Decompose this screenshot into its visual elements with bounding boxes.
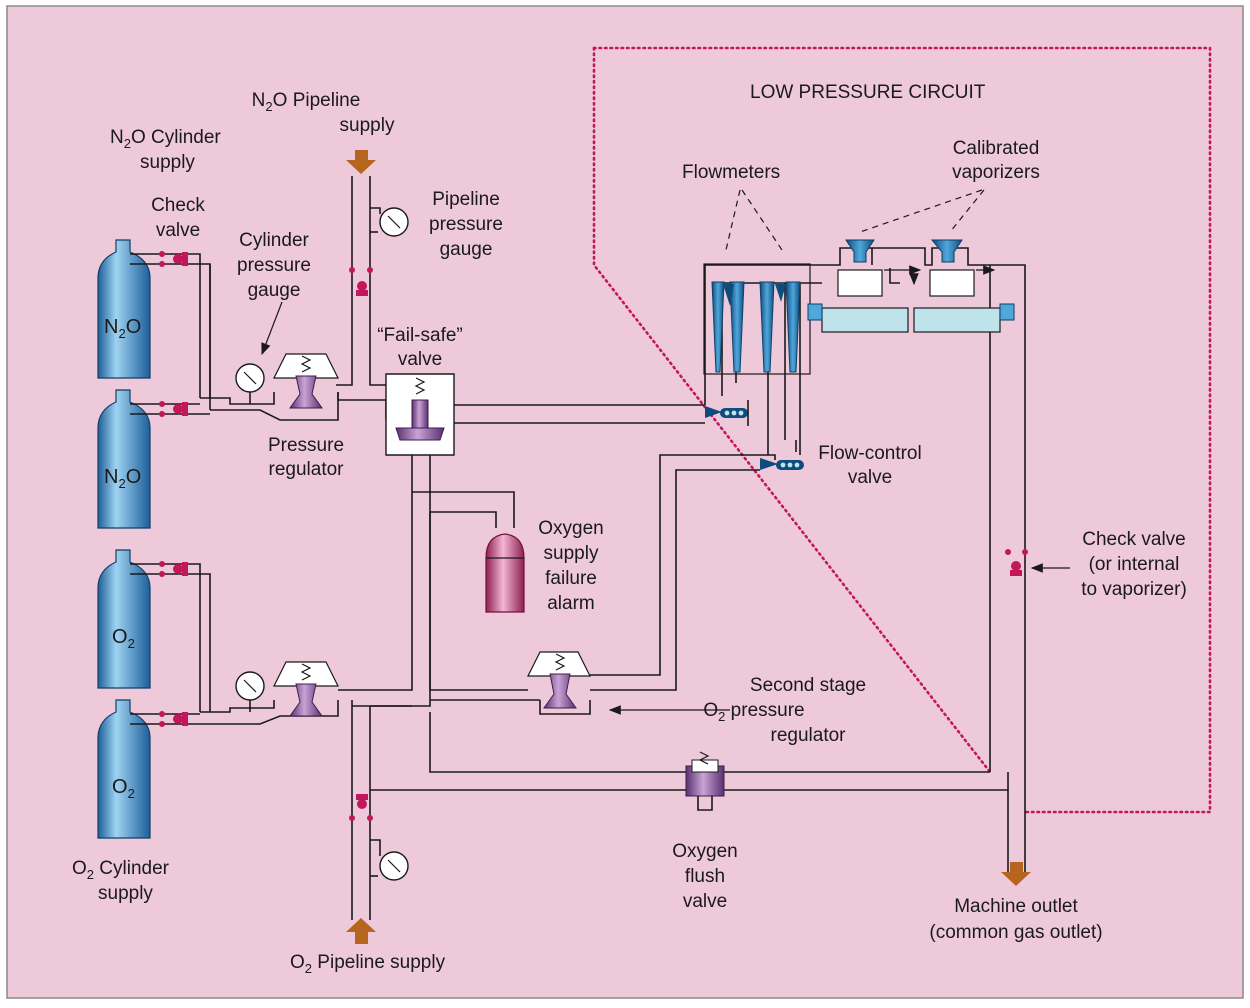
- vaporizers: [807, 239, 1015, 333]
- o2-pipeline-arrow-icon: [346, 918, 376, 944]
- cylinder-pressure-gauge-n2o: [235, 363, 265, 393]
- flow-control-valve-n2o: [705, 400, 749, 426]
- cylinder-pressure-gauge-o2: [235, 671, 265, 701]
- oxygen-supply-failure-alarm: [485, 533, 525, 613]
- cylinder-n2o-1: [97, 239, 151, 379]
- check-valve-icon: [349, 794, 373, 821]
- pressure-regulator-n2o: [273, 353, 339, 409]
- oxygen-flush-valve: [685, 751, 725, 811]
- low-pressure-circuit-boundary-diagonal: [592, 46, 992, 774]
- o2-pipeline-supply-label: O2 Pipeline supply: [290, 952, 446, 976]
- check-valve-icon: [159, 561, 188, 577]
- check-valve-icon: [159, 251, 188, 267]
- cylinder-pressure-gauge-leader: [261, 301, 283, 356]
- cylinder-o2-1: [97, 549, 151, 689]
- fail-safe-valve-label: “Fail-safe”valve: [377, 325, 463, 370]
- cylinder-label: N2O: [104, 466, 141, 491]
- machine-outlet-label: Machine outlet(common gas outlet): [929, 896, 1102, 943]
- check-valve-icon: [159, 711, 188, 727]
- flowmeters-label: Flowmeters: [682, 162, 780, 183]
- pipeline-pressure-gauge-n2o: [379, 207, 409, 237]
- vaporizers-leader: [859, 189, 985, 233]
- low-pressure-circuit-label: LOW PRESSURE CIRCUIT: [750, 82, 986, 103]
- diagram-background: [6, 5, 1244, 999]
- check-valve-icon: [159, 401, 188, 417]
- cylinder-o2-2: [97, 699, 151, 839]
- check-valve-icon: [1005, 549, 1028, 576]
- low-pressure-circuit-boundary: [592, 46, 1212, 814]
- cylinder-label: O2: [112, 626, 135, 651]
- pressure-regulator-o2: [273, 661, 339, 717]
- second-stage-regulator: [527, 651, 591, 715]
- o2-high-pressure-piping: [130, 454, 1009, 920]
- fail-safe-valve: [385, 373, 455, 456]
- flow-control-valve-o2: [760, 440, 804, 470]
- pipeline-pressure-gauge-o2: [379, 851, 409, 881]
- machine-outlet-arrow-icon: [1001, 862, 1031, 886]
- check-valve-icon: [349, 267, 373, 296]
- flowmeters-leader: [725, 189, 783, 251]
- n2o-pipeline-arrow-icon: [346, 150, 376, 174]
- cylinder-n2o-2: [97, 389, 151, 529]
- cylinder-label: N2O: [104, 316, 141, 341]
- flowmeters: [703, 263, 811, 375]
- cylinder-label: O2: [112, 776, 135, 801]
